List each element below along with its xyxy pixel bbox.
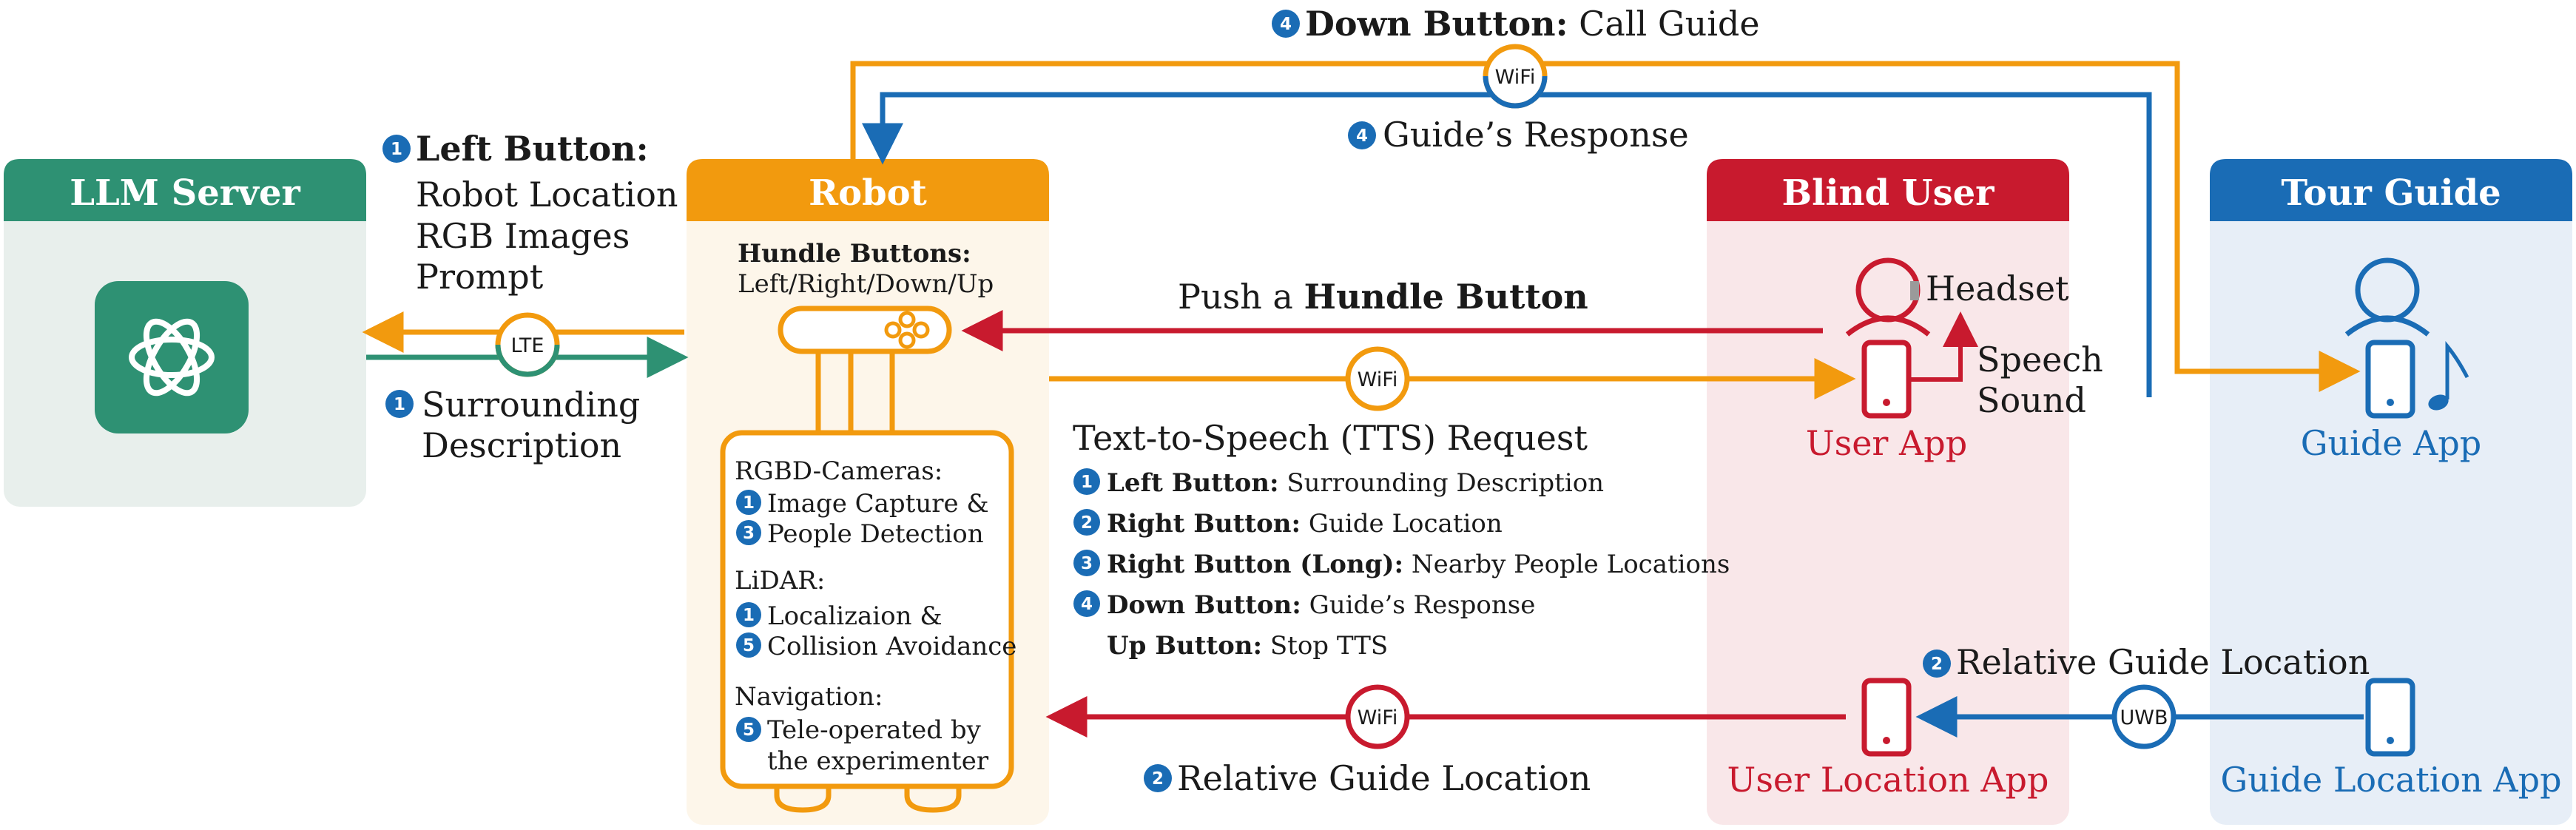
rgbd-item-1: 1 Image Capture & xyxy=(736,489,989,519)
svg-text:Down Button: Guide’s Response: Down Button: Guide’s Response xyxy=(1107,590,1535,620)
hundle-buttons-title: Hundle Buttons: xyxy=(738,239,971,269)
rgbd-title: RGBD-Cameras: xyxy=(735,456,943,486)
svg-text:5: 5 xyxy=(743,636,755,655)
down-button-call-guide-label: 4 Down Button: Call Guide xyxy=(1272,4,1760,44)
user-location-phone-icon xyxy=(1861,678,1912,757)
svg-text:4: 4 xyxy=(1081,595,1093,614)
headset-label: Headset xyxy=(1926,269,2069,308)
svg-text:WiFi: WiFi xyxy=(1358,368,1398,391)
svg-text:2: 2 xyxy=(1152,769,1164,789)
guide-app-label: Guide App xyxy=(2301,423,2482,463)
svg-text:3: 3 xyxy=(743,524,755,543)
svg-text:RGB Images: RGB Images xyxy=(416,216,630,256)
svg-text:1: 1 xyxy=(743,493,755,513)
svg-text:Up Button: Stop TTS: Up Button: Stop TTS xyxy=(1107,631,1388,661)
navigation-item: 5 Tele-operated by the experimenter xyxy=(736,715,989,776)
headset-person-icon xyxy=(1845,257,1931,337)
svg-text:1: 1 xyxy=(1081,473,1093,492)
tour-guide-title: Tour Guide xyxy=(2281,172,2501,214)
svg-text:the experimenter: the experimenter xyxy=(767,746,989,776)
svg-text:Relative Guide Location: Relative Guide Location xyxy=(1177,758,1591,798)
uwb-pill: UWB xyxy=(2111,684,2177,749)
svg-text:2: 2 xyxy=(1931,655,1943,674)
call-guide-arrow xyxy=(850,61,2361,392)
guide-location-app-label: Guide Location App xyxy=(2220,760,2561,800)
speech-sound-arrow xyxy=(1911,311,1978,382)
rgbd-item-2: 3 People Detection xyxy=(736,519,984,549)
tour-guide-box: Tour Guide xyxy=(2210,159,2572,825)
svg-text:WiFi: WiFi xyxy=(1495,66,1536,89)
guide-person-icon xyxy=(2344,257,2430,337)
svg-text:4: 4 xyxy=(1356,126,1368,146)
guide-response-label: 4 Guide’s Response xyxy=(1348,115,1689,155)
svg-text:1: 1 xyxy=(394,395,405,414)
svg-text:Tele-operated by: Tele-operated by xyxy=(767,715,982,745)
lidar-item-1: 1 Localizaion & xyxy=(736,601,943,631)
svg-text:Left Button: Surrounding Descr: Left Button: Surrounding Description xyxy=(1107,468,1604,498)
svg-text:1: 1 xyxy=(743,606,755,625)
tts-item-5: Up Button: Stop TTS xyxy=(1107,631,1388,661)
blind-user-box: Blind User xyxy=(1707,159,2069,825)
robot-wheels-icon xyxy=(774,786,962,813)
lidar-item-2: 5 Collision Avoidance xyxy=(736,632,1016,661)
svg-text:4: 4 xyxy=(1280,15,1292,34)
robot-title: Robot xyxy=(809,172,927,214)
svg-text:UWB: UWB xyxy=(2120,706,2168,729)
relative-guide-location-top-label: 2 Relative Guide Location xyxy=(1923,642,2370,682)
svg-text:People Detection: People Detection xyxy=(767,519,984,549)
tts-item-1: 1 Left Button: Surrounding Description xyxy=(1073,468,1604,498)
tts-item-2: 2 Right Button: Guide Location xyxy=(1073,509,1503,539)
svg-text:3: 3 xyxy=(1081,554,1093,573)
llm-request-label: 1 Left Button: Robot Location RGB Images… xyxy=(382,129,678,297)
svg-text:Collision Avoidance: Collision Avoidance xyxy=(767,632,1016,661)
tts-item-4: 4 Down Button: Guide’s Response xyxy=(1073,590,1535,620)
relative-guide-location-bottom-label: 2 Relative Guide Location xyxy=(1144,758,1591,798)
svg-text:Right Button: Guide Location: Right Button: Guide Location xyxy=(1107,509,1503,539)
guide-location-phone-icon xyxy=(2365,678,2415,757)
navigation-title: Navigation: xyxy=(735,682,883,712)
svg-text:Robot Location: Robot Location xyxy=(416,175,678,215)
robot-base-box xyxy=(720,430,1014,789)
tts-title: Text-to-Speech (TTS) Request xyxy=(1073,418,1588,458)
svg-text:WiFi: WiFi xyxy=(1358,706,1398,729)
svg-text:Prompt: Prompt xyxy=(416,257,544,297)
lte-pill: LTE xyxy=(495,312,560,377)
speech-label: Speech xyxy=(1977,340,2103,379)
user-location-app-label: User Location App xyxy=(1727,760,2049,800)
svg-text:Localizaion &: Localizaion & xyxy=(767,601,943,631)
blind-user-title: Blind User xyxy=(1782,172,1995,214)
svg-text:Down Button: Call Guide: Down Button: Call Guide xyxy=(1305,4,1760,44)
svg-text:Left Button:: Left Button: xyxy=(416,129,649,169)
svg-text:Image Capture &: Image Capture & xyxy=(767,489,989,519)
hundle-buttons-sub: Left/Right/Down/Up xyxy=(738,269,994,299)
svg-text:5: 5 xyxy=(743,721,755,740)
handle-buttons-icon xyxy=(778,306,952,354)
svg-text:Description: Description xyxy=(422,425,621,465)
svg-text:LTE: LTE xyxy=(511,334,544,357)
music-note-icon xyxy=(2428,341,2469,411)
user-app-phone-icon xyxy=(1861,340,1912,419)
llm-response-label: 1 Surrounding Description xyxy=(385,385,640,465)
push-hundle-button-label: Push a Hundle Button xyxy=(1178,277,1588,317)
svg-text:1: 1 xyxy=(391,140,402,159)
lidar-title: LiDAR: xyxy=(735,566,825,595)
llm-server-box: LLM Server xyxy=(4,159,366,507)
openai-logo-icon xyxy=(95,281,249,433)
top-wifi-pill: WiFi xyxy=(1483,44,1548,109)
guide-app-phone-icon xyxy=(2365,340,2415,419)
tts-wifi-pill: WiFi xyxy=(1345,346,1410,411)
svg-text:Guide’s Response: Guide’s Response xyxy=(1383,115,1689,155)
svg-text:Surrounding: Surrounding xyxy=(422,385,640,425)
user-app-label: User App xyxy=(1806,423,1967,463)
svg-text:Relative Guide Location: Relative Guide Location xyxy=(1956,642,2370,682)
sound-label: Sound xyxy=(1977,380,2086,420)
bottom-wifi-pill: WiFi xyxy=(1345,684,1410,749)
llm-server-title: LLM Server xyxy=(70,172,300,214)
svg-text:Right Button (Long): Nearby Pe: Right Button (Long): Nearby People Locat… xyxy=(1107,550,1730,579)
robot-pole-icon xyxy=(815,351,895,433)
tts-item-3: 3 Right Button (Long): Nearby People Loc… xyxy=(1073,550,1730,579)
svg-text:2: 2 xyxy=(1081,513,1093,533)
